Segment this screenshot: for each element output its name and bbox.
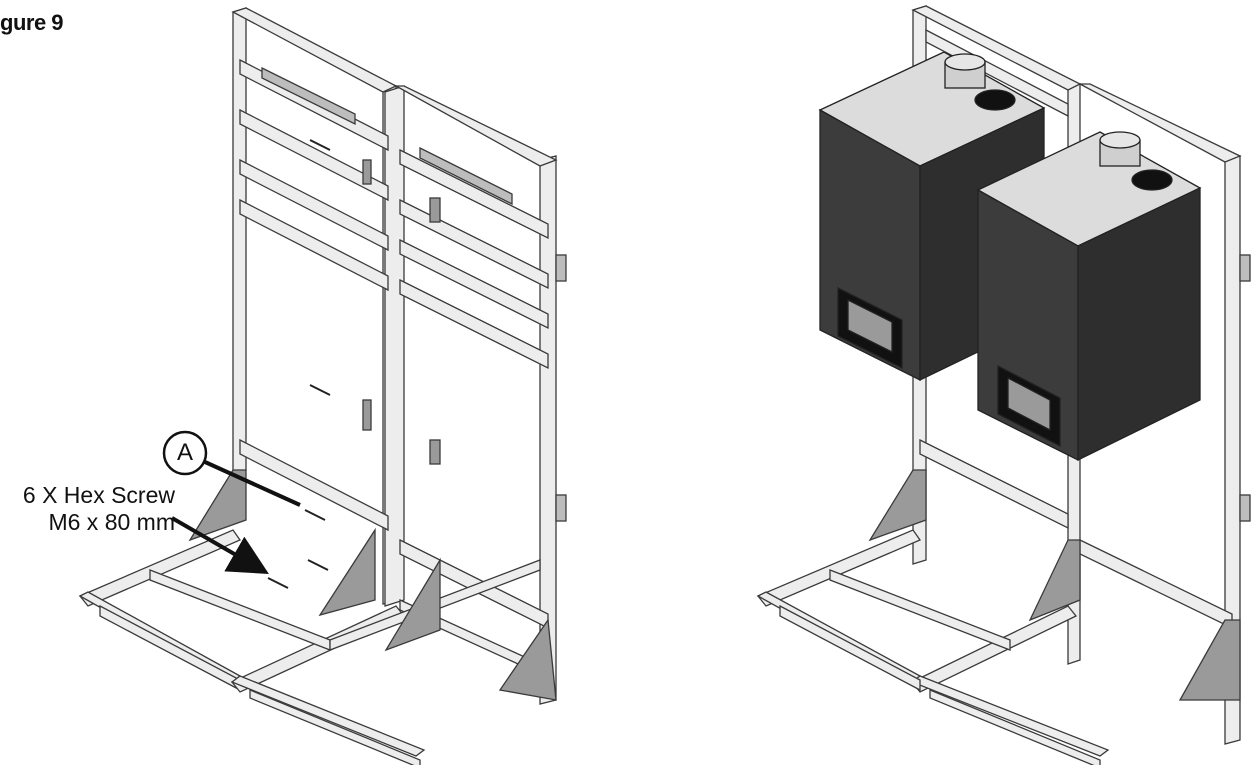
leader-arrow — [170, 516, 269, 575]
callout-line-2: M6 x 80 mm — [48, 509, 175, 535]
mid-rear-post — [384, 85, 405, 607]
wall-rail — [261, 66, 356, 126]
top-rail-right — [393, 85, 558, 167]
hex-screw — [267, 577, 289, 589]
hex-screw — [307, 559, 329, 571]
gusset-bracket — [188, 469, 247, 542]
gusset-bracket — [384, 557, 441, 652]
callout-circle — [162, 430, 208, 476]
empty-frame-assembly — [78, 7, 567, 765]
callout-letter: A — [176, 439, 193, 466]
hex-screw — [304, 509, 326, 521]
callout-text: 6 X Hex Screw M6 x 80 mm — [0, 482, 175, 536]
hex-screws — [267, 139, 331, 589]
wall-rail — [419, 146, 513, 206]
gusset-bracket — [498, 618, 557, 701]
leader-line — [204, 460, 301, 507]
callout-line-1: 6 X Hex Screw — [22, 482, 175, 508]
boiler-frame-assembly — [756, 5, 1251, 765]
left-rear-post — [232, 7, 247, 475]
boiler-unit-2 — [976, 131, 1202, 462]
boiler-side — [1077, 186, 1201, 462]
hex-screw — [309, 384, 331, 396]
figure-title: gure 9 — [0, 10, 64, 35]
gusset-bracket — [318, 527, 376, 617]
hex-screw — [309, 139, 331, 151]
